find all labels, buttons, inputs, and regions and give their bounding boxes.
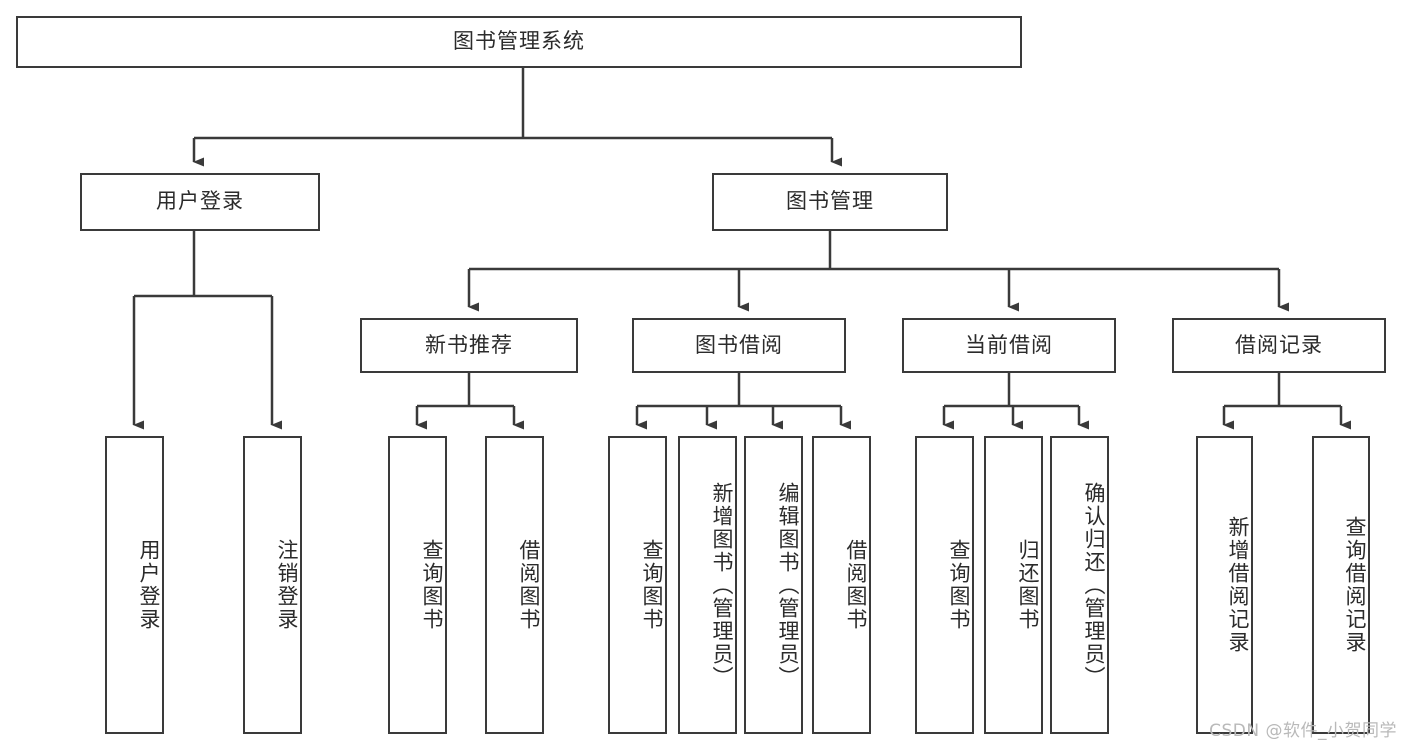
- leaf-label: 查询图书: [640, 539, 664, 631]
- csdn-watermark: CSDN @软件_小贺同学: [1209, 721, 1397, 741]
- node-leaf-query-borrow-record[interactable]: 查询借阅记录: [1312, 436, 1370, 734]
- node-leaf-borrow-book-2[interactable]: 借阅图书: [812, 436, 871, 734]
- node-leaf-query-book-2[interactable]: 查询图书: [608, 436, 667, 734]
- leaf-label: 编辑图书（管理员）: [776, 481, 800, 689]
- leaf-label: 归还图书: [1016, 539, 1040, 631]
- node-leaf-return-book[interactable]: 归还图书: [984, 436, 1043, 734]
- leaf-label: 查询图书: [420, 539, 444, 631]
- leaf-label: 借阅图书: [844, 539, 868, 631]
- node-leaf-user-login[interactable]: 用户登录: [105, 436, 164, 734]
- node-leaf-logout-login[interactable]: 注销登录: [243, 436, 302, 734]
- leaf-label: 用户登录: [137, 539, 161, 631]
- leaf-label: 查询借阅记录: [1343, 516, 1367, 654]
- node-new-book-recommend[interactable]: 新书推荐: [360, 318, 578, 373]
- node-leaf-add-book-admin[interactable]: 新增图书（管理员）: [678, 436, 737, 734]
- node-leaf-borrow-book-1[interactable]: 借阅图书: [485, 436, 544, 734]
- leaf-label: 确认归还（管理员）: [1082, 481, 1106, 689]
- node-leaf-query-book-1[interactable]: 查询图书: [388, 436, 447, 734]
- node-user-login[interactable]: 用户登录: [80, 173, 320, 231]
- leaf-label: 注销登录: [275, 539, 299, 631]
- node-book-borrow[interactable]: 图书借阅: [632, 318, 846, 373]
- node-leaf-query-book-3[interactable]: 查询图书: [915, 436, 974, 734]
- node-borrow-record[interactable]: 借阅记录: [1172, 318, 1386, 373]
- node-leaf-add-borrow-record[interactable]: 新增借阅记录: [1196, 436, 1253, 734]
- node-leaf-confirm-return-admin[interactable]: 确认归还（管理员）: [1050, 436, 1109, 734]
- leaf-label: 新增图书（管理员）: [710, 481, 734, 689]
- node-root[interactable]: 图书管理系统: [16, 16, 1022, 68]
- leaf-label: 借阅图书: [517, 539, 541, 631]
- leaf-label: 新增借阅记录: [1226, 516, 1250, 654]
- node-leaf-edit-book-admin[interactable]: 编辑图书（管理员）: [744, 436, 803, 734]
- node-book-manage[interactable]: 图书管理: [712, 173, 948, 231]
- leaf-label: 查询图书: [947, 539, 971, 631]
- node-current-borrow[interactable]: 当前借阅: [902, 318, 1116, 373]
